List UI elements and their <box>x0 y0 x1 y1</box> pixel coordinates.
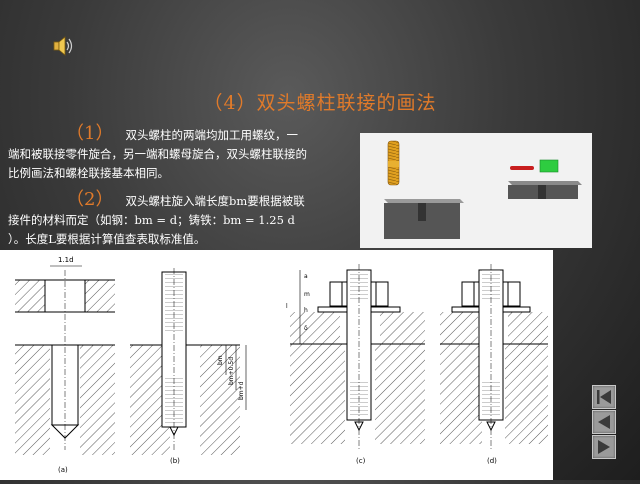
caption-c: (c) <box>356 457 366 465</box>
stud-3d-illustration <box>360 133 592 248</box>
dim-c-4: h <box>304 307 308 314</box>
paragraph-2: （2）双头螺柱旋入端长度bm要根据被联接件的材料而定（如钢：bm = d；铸铁：… <box>8 190 308 249</box>
diagram-d: (d) <box>440 264 548 465</box>
first-slide-button[interactable] <box>592 385 616 409</box>
next-slide-icon <box>598 440 610 454</box>
diagram-b: bm bm+0.5d bm+d (b) <box>130 268 247 465</box>
dim-a-top: 1.1d <box>58 256 74 264</box>
dim-c-2: m <box>304 291 310 298</box>
paragraph-2-number: （2） <box>66 189 114 210</box>
diagram-a: 1.1d (a) <box>15 256 115 474</box>
paragraph-1-number: （1） <box>66 123 114 144</box>
previous-slide-icon <box>598 415 610 429</box>
dim-b-3: bm+d <box>238 381 245 400</box>
dim-b-1: bm <box>217 355 224 365</box>
stud-connection-diagram: 1.1d (a) bm bm+0.5d bm+d (b) <box>0 250 553 480</box>
caption-a: (a) <box>58 466 68 474</box>
diagram-c: a m l h δ (c) <box>286 264 425 465</box>
caption-d: (d) <box>487 457 497 465</box>
slide-title: （4）双头螺柱联接的画法 <box>203 92 437 114</box>
previous-slide-button[interactable] <box>592 410 616 434</box>
dim-c-5: δ <box>304 325 308 332</box>
washer-3d <box>510 166 534 170</box>
first-slide-icon <box>597 390 611 404</box>
next-slide-button[interactable] <box>592 435 616 459</box>
speaker-icon[interactable] <box>52 36 74 56</box>
nut-3d <box>539 159 559 173</box>
dim-c-3: l <box>286 303 288 310</box>
dim-b-2: bm+0.5d <box>228 357 235 385</box>
paragraph-1-text: 双头螺柱的两端均加工用螺纹，一端和被联接零件旋合，另一端和螺母旋合，双头螺柱联接… <box>8 128 307 180</box>
caption-b: (b) <box>170 457 180 465</box>
dim-c-1: a <box>304 273 308 280</box>
paragraph-2-text: 双头螺柱旋入端长度bm要根据被联接件的材料而定（如钢：bm = d；铸铁：bm … <box>8 194 305 246</box>
paragraph-1: （1）双头螺柱的两端均加工用螺纹，一端和被联接零件旋合，另一端和螺母旋合，双头螺… <box>8 124 308 183</box>
